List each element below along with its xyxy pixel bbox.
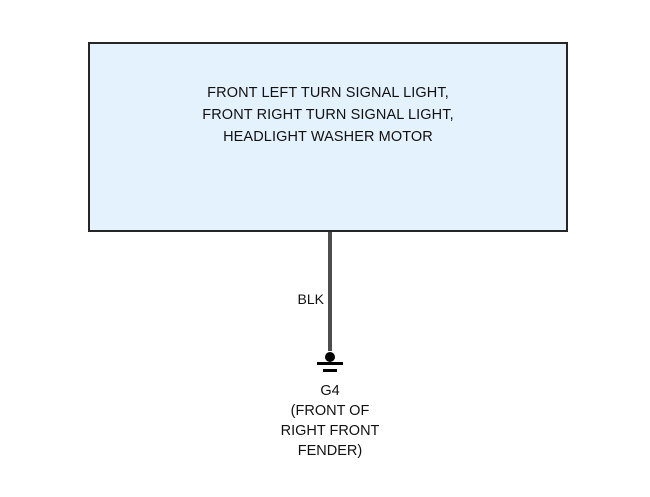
ground-symbol[interactable] — [303, 348, 357, 376]
component-label-line-2: FRONT RIGHT TURN SIGNAL LIGHT, — [202, 107, 454, 123]
ground-node-dot-icon — [325, 352, 335, 362]
component-label: FRONT LEFT TURN SIGNAL LIGHT, FRONT RIGH… — [90, 82, 566, 148]
ground-bar-lower-icon — [323, 369, 337, 372]
ground-location-line-1: (FRONT OF — [290, 403, 370, 419]
ground-id-label: G4 — [320, 383, 340, 399]
component-box[interactable]: FRONT LEFT TURN SIGNAL LIGHT, FRONT RIGH… — [88, 42, 568, 232]
component-label-line-1: FRONT LEFT TURN SIGNAL LIGHT, — [207, 85, 449, 101]
ground-bar-upper-icon — [317, 362, 343, 365]
component-label-line-3: HEADLIGHT WASHER MOTOR — [223, 129, 433, 145]
ground-wire[interactable] — [328, 232, 332, 351]
ground-location-line-2: RIGHT FRONT — [280, 423, 380, 439]
ground-location-line-3: FENDER) — [297, 443, 363, 459]
wire-color-code-label: BLK — [297, 291, 324, 307]
ground-caption: G4 (FRONT OF RIGHT FRONT FENDER) — [180, 381, 480, 461]
